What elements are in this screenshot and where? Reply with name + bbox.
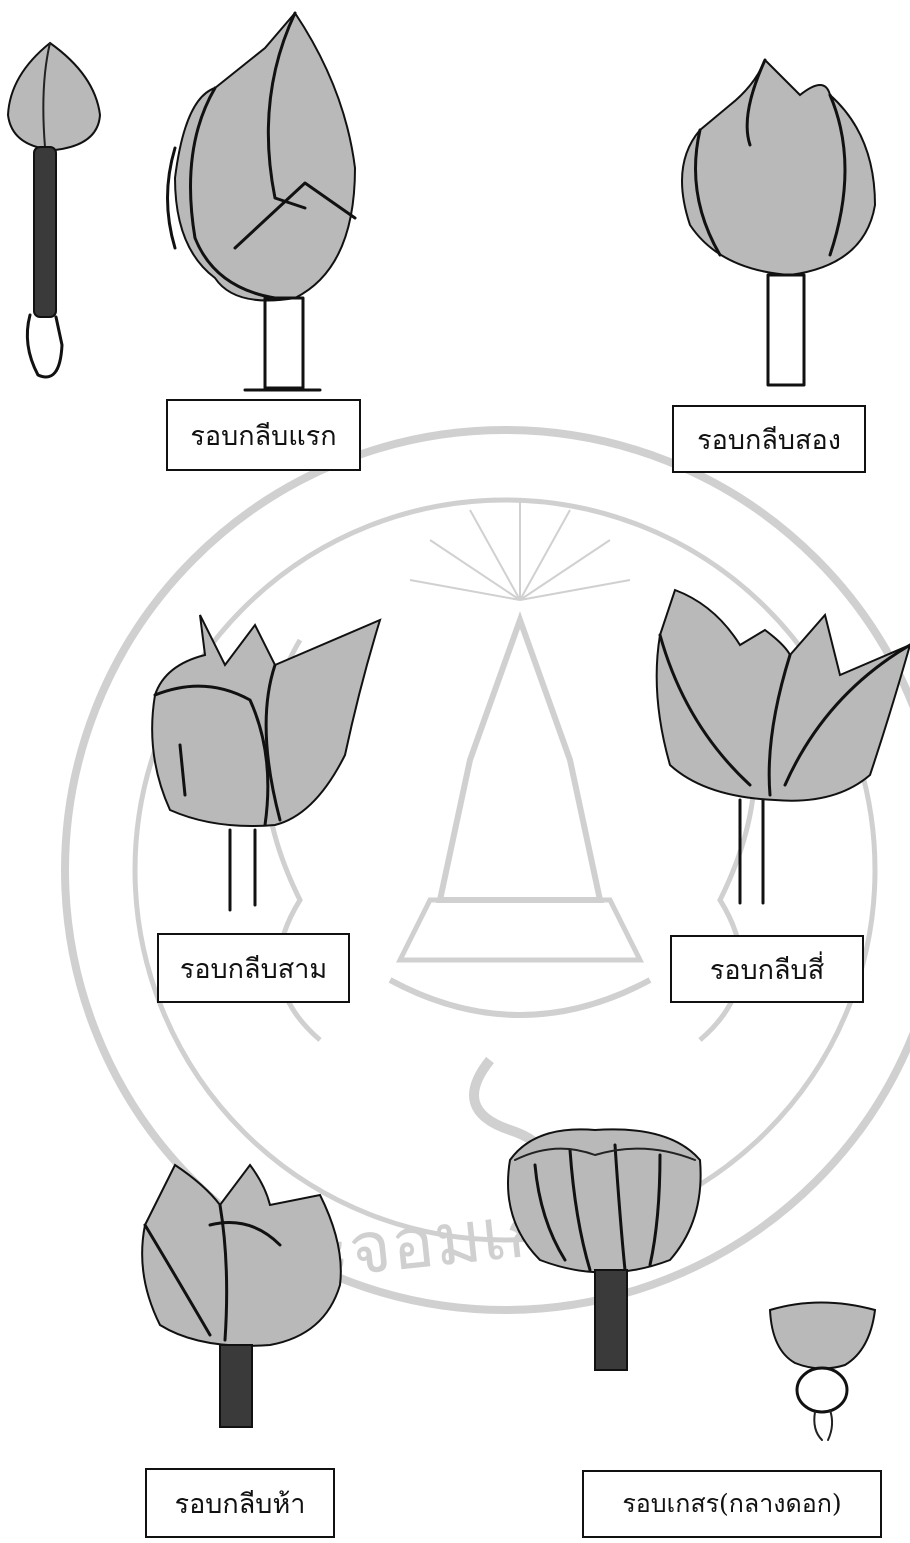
label-fourth-layer: รอบกลีบสี่: [670, 935, 864, 1003]
small-bud-stem-drawing: [0, 35, 110, 385]
label-first-layer: รอบกลีบแรก: [166, 399, 361, 471]
fifth-layer-flower-drawing: [130, 1155, 355, 1435]
stamen-layer-flower-drawing: [495, 1120, 710, 1375]
second-layer-bud-drawing: [660, 55, 890, 390]
label-fifth-layer: รอบกลีบห้า: [145, 1468, 335, 1538]
first-layer-bud-drawing: [155, 8, 395, 398]
third-layer-flower-drawing: [145, 605, 385, 915]
fourth-layer-flower-drawing: [645, 585, 910, 905]
label-second-layer: รอบกลีบสอง: [672, 405, 866, 473]
label-third-layer: รอบกลีบสาม: [157, 933, 350, 1003]
seed-pod-drawing: [760, 1295, 885, 1445]
label-stamen-layer: รอบเกสร(กลางดอก): [582, 1470, 882, 1538]
